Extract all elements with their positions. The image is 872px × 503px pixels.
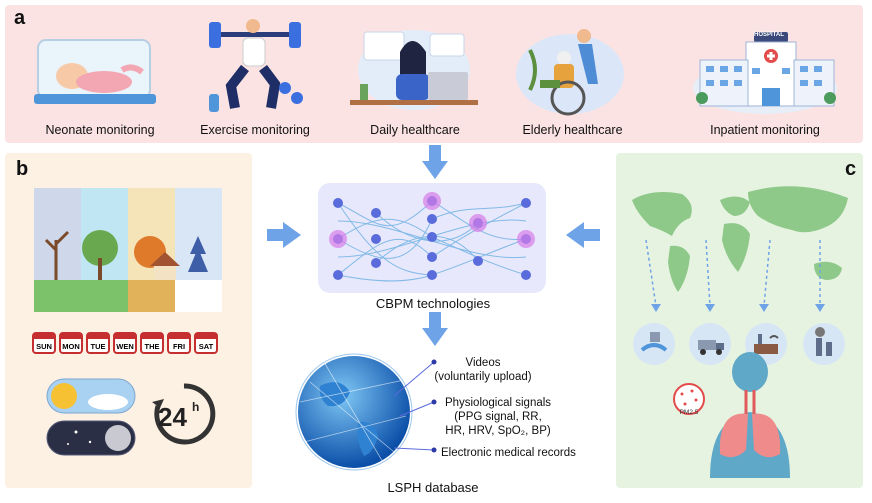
calendar-sat-icon <box>194 332 218 354</box>
day-tue: TUE <box>90 342 106 351</box>
weightlifting-icon <box>209 19 303 112</box>
globe-database-icon <box>295 353 413 471</box>
arrow-left-right <box>566 222 600 248</box>
db-item-physio-line2: (PPG signal, RR, <box>454 411 542 423</box>
hospital-icon <box>693 32 837 114</box>
panel-b-label: b <box>16 158 29 180</box>
arrow-right-left <box>267 222 301 248</box>
wheelchair-elderly-icon <box>516 29 624 116</box>
caption-inpatient: Inpatient monitoring <box>710 123 820 137</box>
clock-24h-icon <box>152 383 216 445</box>
calendar-wen-icon <box>113 332 137 354</box>
calendar-tue-icon <box>86 332 110 354</box>
lungs-respiratory-icon <box>710 352 790 478</box>
incubator-baby-icon <box>34 39 156 104</box>
calendar-the-icon <box>140 332 164 354</box>
panel-a-label: a <box>14 7 26 29</box>
day-sat: SAT <box>198 342 214 351</box>
clock-24-text: 24 <box>158 402 187 432</box>
connector-lines <box>394 359 437 453</box>
water-pollution-icon <box>633 323 675 365</box>
db-item-physio-line3: HR, HRV, SpO₂, BP) <box>445 425 551 437</box>
arrow-down-middle <box>422 312 448 346</box>
night-toggle-icon <box>46 420 136 456</box>
day-wen: WEN <box>116 342 134 351</box>
day-mon: MON <box>62 342 80 351</box>
database-caption: LSPH database <box>387 480 479 495</box>
day-fri: FRI <box>172 342 186 351</box>
caption-elderly: Elderly healthcare <box>522 123 623 137</box>
db-item-videos-line2: (voluntarily upload) <box>434 371 532 383</box>
day-the: THE <box>144 342 160 351</box>
truck-exhaust-icon <box>689 323 731 365</box>
caption-exercise: Exercise monitoring <box>200 123 310 137</box>
db-item-videos: Videos (voluntarily upload) <box>430 356 536 384</box>
calendar-fri-icon <box>167 332 191 354</box>
network-caption: CBPM technologies <box>375 296 491 311</box>
calendar-sun-icon <box>32 332 56 354</box>
pm25-label: PM2.5 <box>679 409 699 416</box>
caption-neonate: Neonate monitoring <box>45 123 155 137</box>
db-item-physio-line1: Physiological signals <box>444 397 552 409</box>
chimney-emission-icon <box>803 323 845 365</box>
day-toggle-icon <box>46 378 136 414</box>
day-sun: SUN <box>36 342 52 351</box>
panel-c-label: c <box>845 158 857 180</box>
db-item-videos-line1: Videos <box>465 357 501 369</box>
clock-h-text: h <box>192 400 200 414</box>
hospital-sign: HOSPITAL <box>754 32 784 38</box>
arrow-down-top <box>422 145 448 179</box>
db-item-physio: Physiological signals (PPG signal, RR, H… <box>436 396 560 438</box>
caption-daily: Daily healthcare <box>370 123 460 137</box>
laptop-user-icon <box>350 30 478 110</box>
four-seasons-illustration <box>34 188 222 312</box>
neural-network-icon <box>318 183 546 293</box>
map-dotted-arrows <box>645 240 825 312</box>
world-map-icon <box>632 186 848 292</box>
db-item-emr: Electronic medical records <box>441 447 576 459</box>
calendar-mon-icon <box>59 332 83 354</box>
pm25-particle-icon <box>673 383 705 415</box>
